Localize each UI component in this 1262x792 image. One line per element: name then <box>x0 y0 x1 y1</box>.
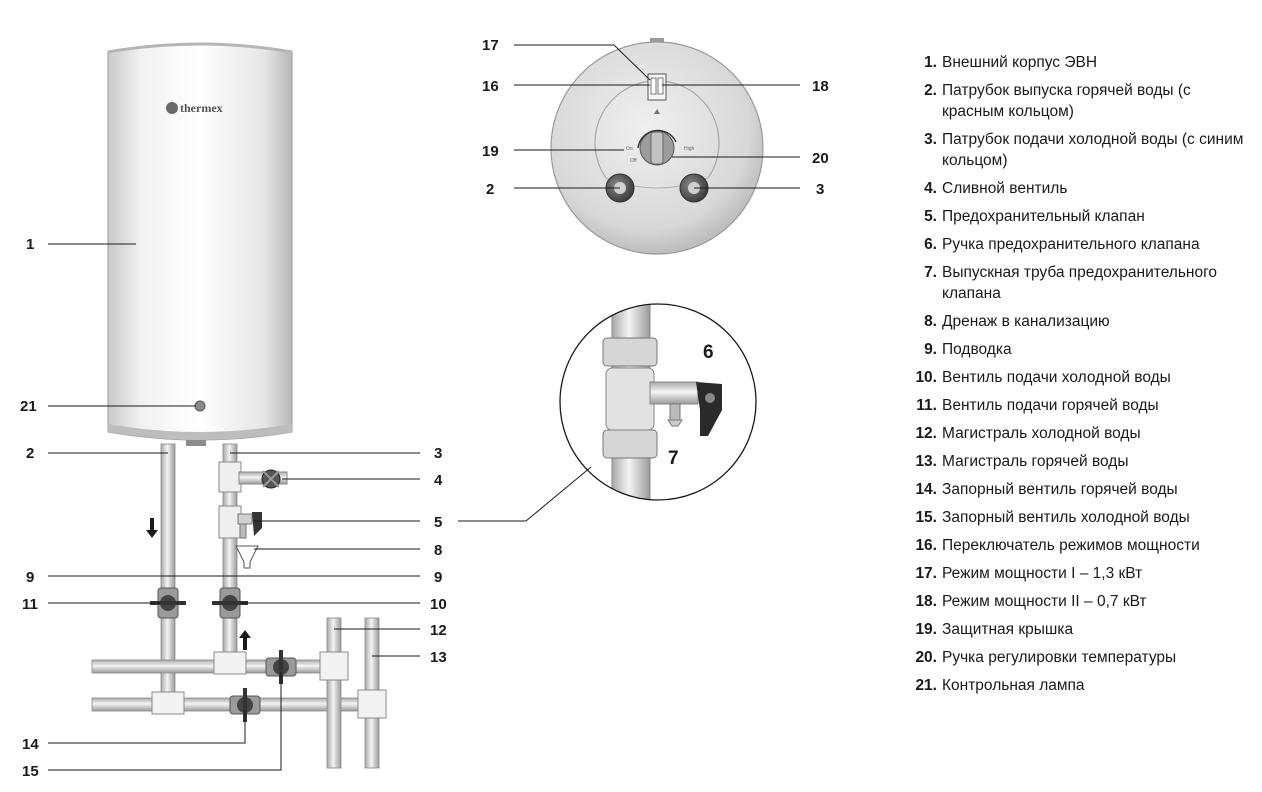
legend-item: 7.Выпускная труба предохранительного кла… <box>924 264 1218 302</box>
water-heater-tank <box>107 42 293 446</box>
callout-6: 6 <box>703 342 714 363</box>
svg-text:thermex: thermex <box>180 101 223 115</box>
callout-1: 1 <box>26 236 34 253</box>
cold-supply-valve <box>212 587 248 619</box>
flow-arrow-up-icon <box>239 630 251 650</box>
callout-2: 2 <box>26 445 34 462</box>
flow-arrow-down-icon <box>146 518 158 538</box>
callout-13: 13 <box>430 649 447 666</box>
legend-item: 8.Дренаж в канализацию <box>924 313 1110 330</box>
callout-10: 10 <box>430 596 447 613</box>
legend-item: 10.Вентиль подачи холодной воды <box>915 369 1171 386</box>
legend-item: 21.Контрольная лампа <box>915 677 1085 694</box>
legend-item: 12.Магистраль холодной воды <box>915 425 1141 442</box>
legend-item: 14.Запорный вентиль горячей воды <box>915 481 1178 498</box>
legend-item: 17.Режим мощности I – 1,3 кВт <box>915 565 1143 582</box>
callout-20: 20 <box>812 150 829 167</box>
callout-9-right: 9 <box>434 569 442 586</box>
leader-lines <box>48 44 800 771</box>
callout-21: 21 <box>20 398 37 415</box>
callout-numbers: 1 21 2 3 4 5 8 9 9 11 10 12 13 14 15 17 … <box>20 37 829 780</box>
parts-legend: 1.Внешний корпус ЭВН 2.Патрубок выпуска … <box>896 52 1256 703</box>
legend-item: 5.Предохранительный клапан <box>924 208 1145 225</box>
legend-item: 3.Патрубок подачи холодной воды (с синим… <box>924 131 1244 169</box>
safety-valve-zoom <box>559 303 757 501</box>
cold-shutoff-valve <box>265 650 297 684</box>
callout-15: 15 <box>22 763 39 780</box>
callout-19: 19 <box>482 143 499 160</box>
callout-3: 3 <box>434 445 442 462</box>
legend-item: 15.Запорный вентиль холодной воды <box>915 509 1190 526</box>
callout-11: 11 <box>22 596 38 613</box>
legend-item: 11.Вентиль подачи горячей воды <box>916 397 1159 414</box>
legend-item: 13.Магистраль горячей воды <box>915 453 1129 470</box>
callout-3-bottom: 3 <box>816 181 824 198</box>
callout-7: 7 <box>668 448 679 469</box>
legend-item: 4.Сливной вентиль <box>924 180 1068 197</box>
callout-8: 8 <box>434 542 442 559</box>
tank-bottom-view: On Off High <box>550 38 764 255</box>
legend-item: 19.Защитная крышка <box>915 621 1074 638</box>
hot-shutoff-valve <box>229 688 261 722</box>
indicator-lamp <box>194 400 206 412</box>
brand-logo: thermex <box>166 101 223 115</box>
svg-text:High: High <box>684 146 695 152</box>
drain-valve <box>261 469 281 489</box>
legend-item: 6.Ручка предохранительного клапана <box>924 236 1200 253</box>
legend-item: 18.Режим мощности II – 0,7 кВт <box>915 593 1147 610</box>
callout-5: 5 <box>434 514 442 531</box>
legend-item: 16.Переключатель режимов мощности <box>915 537 1200 554</box>
callout-18: 18 <box>812 78 829 95</box>
callout-2-bottom: 2 <box>486 181 494 198</box>
callout-12: 12 <box>430 622 447 639</box>
callout-16: 16 <box>482 78 499 95</box>
legend-item: 9.Подводка <box>924 341 1012 358</box>
callout-17: 17 <box>482 37 499 54</box>
svg-text:On: On <box>626 146 633 152</box>
callout-4: 4 <box>434 472 443 489</box>
hot-supply-valve <box>150 587 186 619</box>
legend-item: 20.Ручка регулировки температуры <box>915 649 1177 666</box>
callout-14: 14 <box>22 736 39 753</box>
legend-item: 1.Внешний корпус ЭВН <box>924 54 1098 71</box>
callout-9-left: 9 <box>26 569 34 586</box>
legend-item: 2.Патрубок выпуска горячей воды (с красн… <box>924 82 1191 120</box>
svg-text:Off: Off <box>630 158 637 164</box>
